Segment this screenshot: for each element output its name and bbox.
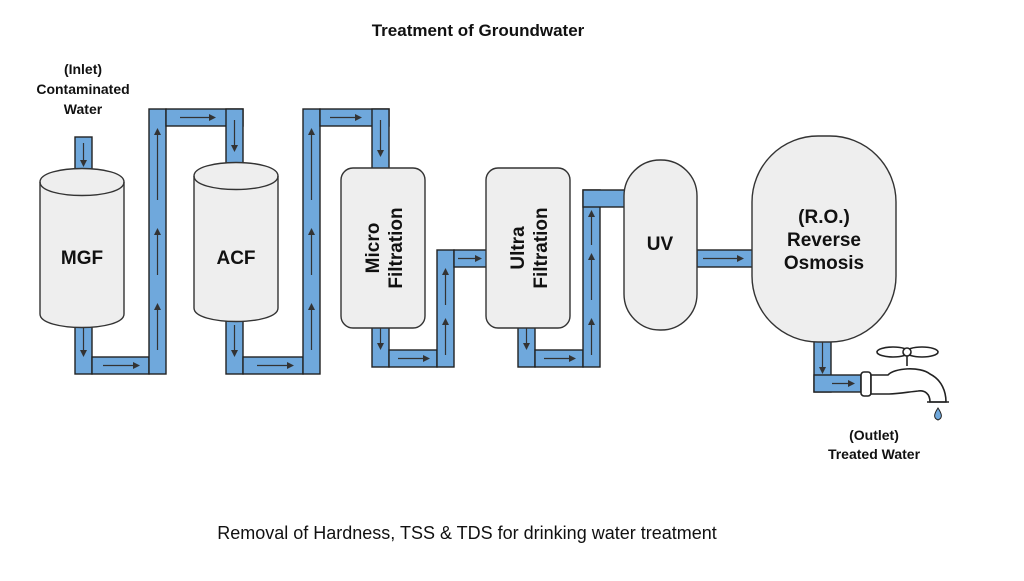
arrow-down bbox=[231, 120, 238, 152]
arrow-up bbox=[154, 128, 161, 200]
pipe-network bbox=[74, 108, 862, 393]
water-drop-icon bbox=[934, 407, 942, 421]
arrow-up bbox=[442, 318, 449, 355]
acf-unit: ACF bbox=[193, 161, 279, 323]
diagram-caption: Removal of Hardness, TSS & TDS for drink… bbox=[217, 523, 717, 543]
mgf-label: MGF bbox=[61, 248, 103, 269]
outlet-label-line2: Treated Water bbox=[828, 446, 921, 462]
faucet-icon bbox=[860, 346, 949, 421]
arrow-up bbox=[308, 303, 315, 350]
outlet-label: (Outlet) Treated Water bbox=[828, 427, 921, 462]
arrow-down bbox=[80, 143, 87, 167]
arrow-down bbox=[80, 323, 87, 357]
micro-filtration-label-line1: Micro bbox=[363, 223, 384, 274]
ro-label-line3: Osmosis bbox=[784, 253, 864, 274]
arrow-right bbox=[703, 255, 744, 262]
diagram-title: Treatment of Groundwater bbox=[372, 21, 585, 40]
arrow-right bbox=[832, 380, 855, 387]
arrow-right bbox=[398, 355, 430, 362]
arrow-up bbox=[442, 268, 449, 305]
micro-filtration-unit: Micro Filtration bbox=[340, 167, 426, 329]
arrow-up bbox=[588, 210, 595, 245]
flow-arrows bbox=[80, 114, 855, 387]
inlet-label-line1: (Inlet) bbox=[64, 61, 102, 77]
ro-label-line1: (R.O.) bbox=[798, 207, 850, 228]
arrow-right bbox=[257, 362, 294, 369]
arrow-down bbox=[231, 325, 238, 357]
ultra-filtration-unit: Ultra Filtration bbox=[485, 167, 571, 329]
inlet-label-line2: Contaminated bbox=[36, 81, 129, 97]
ro-unit: (R.O.) Reverse Osmosis bbox=[751, 135, 897, 343]
ultra-filtration-label-line1: Ultra bbox=[508, 226, 529, 270]
arrow-right bbox=[180, 114, 216, 121]
uv-unit: UV bbox=[623, 159, 698, 331]
arrow-up bbox=[154, 228, 161, 275]
arrow-down bbox=[819, 340, 826, 374]
outlet-label-line1: (Outlet) bbox=[849, 427, 899, 443]
ultra-filtration-label-line2: Filtration bbox=[531, 207, 552, 288]
arrow-up bbox=[588, 318, 595, 355]
arrow-right bbox=[458, 255, 482, 262]
arrow-up bbox=[308, 228, 315, 275]
arrow-right bbox=[330, 114, 362, 121]
arrow-right bbox=[103, 362, 140, 369]
inlet-label-line3: Water bbox=[64, 101, 103, 117]
pipe-riser-3 bbox=[436, 249, 455, 368]
arrow-up bbox=[588, 253, 595, 300]
acf-label: ACF bbox=[216, 248, 255, 269]
arrow-up bbox=[308, 128, 315, 200]
arrow-down bbox=[377, 120, 384, 157]
inlet-label: (Inlet) Contaminated Water bbox=[36, 61, 129, 117]
micro-filtration-label-line2: Filtration bbox=[386, 207, 407, 288]
mgf-unit: MGF bbox=[39, 167, 125, 329]
pipe-uv-in bbox=[582, 189, 626, 208]
ro-label-line2: Reverse bbox=[787, 230, 861, 251]
uv-label: UV bbox=[647, 234, 674, 255]
arrow-up bbox=[154, 303, 161, 350]
arrow-right bbox=[544, 355, 576, 362]
